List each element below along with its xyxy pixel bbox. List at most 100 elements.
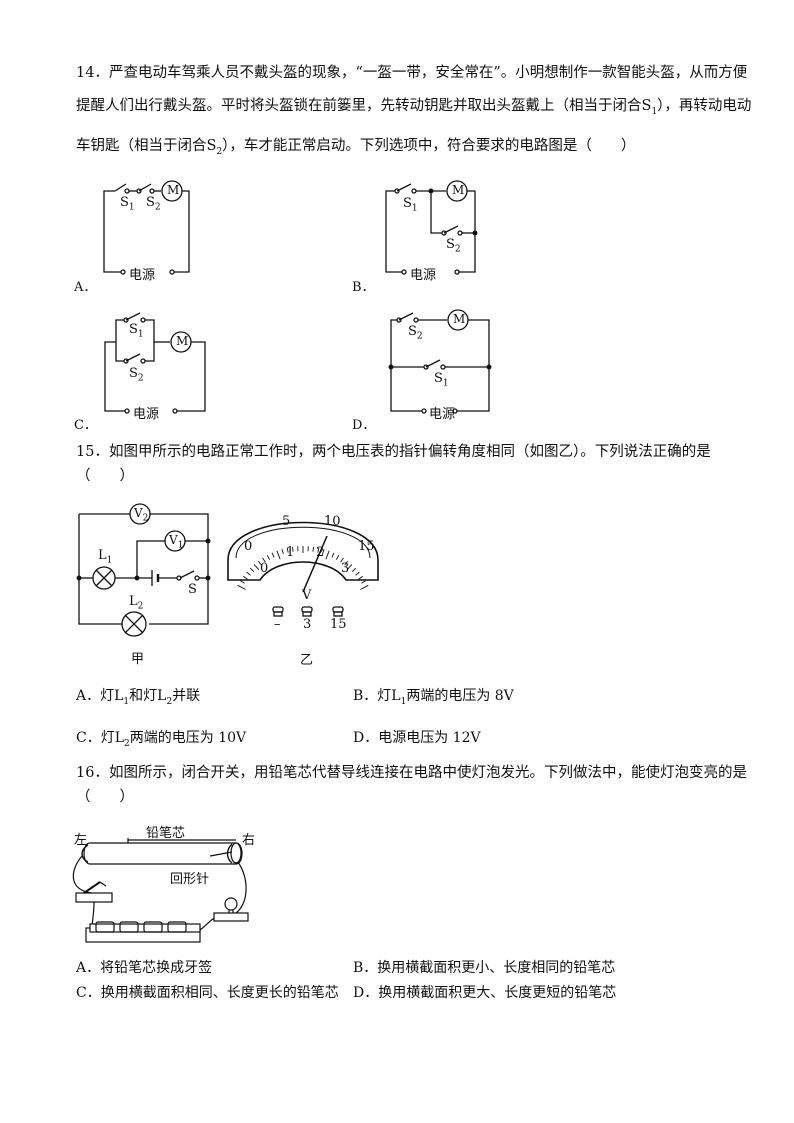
circuit-b-s2-label: S2 xyxy=(446,237,461,255)
dial-outer-0: 0 xyxy=(244,539,253,554)
dial-tick xyxy=(322,548,325,555)
l1-label: L1 xyxy=(98,548,113,566)
dial-tick xyxy=(360,584,369,590)
dial-tick xyxy=(351,567,357,572)
dial-tick xyxy=(253,564,260,570)
dial-tick xyxy=(276,550,281,560)
paper-clip-icon xyxy=(226,843,233,864)
circuit-c-s1-label: S1 xyxy=(129,322,144,340)
circuit-c-s2-label: S2 xyxy=(129,366,144,384)
circuit-c-source-label: 电源 xyxy=(133,407,160,422)
circuit-a-source-label: 电源 xyxy=(129,268,156,283)
q14-line2: 提醒人们出行戴头盔。平时将头盔锁在前篓里，先转动钥匙并取出头盔戴上（相当于闭合S… xyxy=(76,96,751,122)
dial-inner-3: 3 xyxy=(341,561,350,576)
pencil-lead xyxy=(83,842,243,865)
q15-option-b[interactable]: B．灯L1两端的电压为 8V xyxy=(353,688,514,707)
circuit-a xyxy=(103,180,190,275)
terminal-minus-label: – xyxy=(274,617,281,632)
dial-tick xyxy=(358,575,363,580)
q15-option-d[interactable]: D．电源电压为 12V xyxy=(353,730,481,746)
q14-line3: 车钥匙（相当于闭合S2），车才能正常启动。下列选项中，符合要求的电路图是（ ） xyxy=(76,136,635,162)
dial-outer-15: 15 xyxy=(358,539,375,554)
switch-s-icon xyxy=(179,570,195,579)
q14-option-d[interactable]: D． xyxy=(352,418,376,433)
circuit-a-s1-label: S1 xyxy=(120,195,135,213)
q16-option-b[interactable]: B．换用横截面积更小、长度相同的铅笔芯 xyxy=(353,960,616,976)
circuit-d-source-label: 电源 xyxy=(429,407,456,422)
terminal-3[interactable] xyxy=(301,606,313,617)
q14-line2-text: 提醒人们出行戴头盔。平时将头盔锁在前篓里，先转动钥匙并取出头盔戴上（相当于闭合S xyxy=(76,98,652,114)
q15-line1: 15．如图甲所示的电路正常工作时，两个电压表的指针偏转角度相同（如图乙）。下列说… xyxy=(76,444,711,460)
knife-switch-icon[interactable] xyxy=(75,881,113,903)
dial-tick xyxy=(361,580,366,584)
dial-tick xyxy=(243,575,248,580)
dial-needle xyxy=(302,535,328,593)
dial-tick xyxy=(246,571,251,576)
q14-line2-end: ），再转动电动 xyxy=(657,98,752,114)
q14-line3-sub: 2 xyxy=(216,146,223,157)
v1-label: V1 xyxy=(169,533,184,551)
dial-outer-10: 10 xyxy=(324,514,341,529)
q14-option-c[interactable]: C． xyxy=(74,418,97,433)
dial-inner-1: 1 xyxy=(286,545,295,560)
q14-line3-text: 车钥匙（相当于闭合S xyxy=(76,138,217,154)
dial-tick xyxy=(340,557,344,563)
dial-tick xyxy=(266,554,270,560)
circuit-d-motor-label: M xyxy=(453,312,466,326)
fig-yi-label: 乙 xyxy=(300,653,314,668)
q15-option-a[interactable]: A．灯L1和灯L2并联 xyxy=(76,688,201,707)
circuit-c-motor-label: M xyxy=(176,334,189,348)
dial-tick xyxy=(346,564,353,570)
dial-tick xyxy=(262,557,266,563)
q16-pencil-label: 铅笔芯 xyxy=(146,826,186,841)
terminal-15[interactable] xyxy=(332,606,344,617)
q16-right-label: 右 xyxy=(242,833,256,848)
dial-tick xyxy=(325,550,330,560)
battery-pack-icon xyxy=(85,921,201,943)
circuit-b-source-label: 电源 xyxy=(410,268,437,283)
q16-option-c[interactable]: C．换用横截面积相同、长度更长的铅笔芯 xyxy=(76,985,339,1001)
terminal-minus[interactable] xyxy=(272,606,284,617)
circuit-b-motor-label: M xyxy=(452,183,465,197)
q16-option-d[interactable]: D．换用横截面积更大、长度更短的铅笔芯 xyxy=(353,985,617,1001)
dial-tick xyxy=(257,560,262,566)
fig-jia-label: 甲 xyxy=(131,652,145,667)
terminal-3-label: 3 xyxy=(303,617,312,632)
switch-s-label: S xyxy=(188,582,197,597)
q14-option-b[interactable]: B． xyxy=(352,280,375,295)
dial-tick xyxy=(249,567,255,572)
q15-line2: （ ） xyxy=(76,468,134,484)
circuit-d xyxy=(388,309,492,414)
bulb-icon xyxy=(213,897,249,922)
circuit-d-s2-label: S2 xyxy=(408,324,423,342)
circuit-c xyxy=(104,312,206,414)
dial-unit: V xyxy=(302,588,312,603)
q14-option-a[interactable]: A． xyxy=(74,280,97,295)
dial-tick xyxy=(312,546,315,552)
circuit-b xyxy=(385,180,478,275)
dial-tick xyxy=(344,560,349,566)
circuit-a-s2-label: S2 xyxy=(146,195,161,213)
q14-line1: 14．严查电动车驾乘人员不戴头盔的现象，“一盔一带，安全常在”。小明想制作一款智… xyxy=(76,65,748,81)
dial-tick xyxy=(237,584,246,590)
circuit-a-motor-label: M xyxy=(167,183,180,197)
l2-label: L2 xyxy=(129,594,144,612)
q16-clip-label: 回形针 xyxy=(170,872,210,887)
q14-line3-end: ），车才能正常启动。下列选项中，符合要求的电路图是（ ） xyxy=(222,138,636,154)
terminal-15-label: 15 xyxy=(330,617,347,632)
q15-voltmeter-dial xyxy=(227,521,379,617)
q15-circuit-jia xyxy=(76,503,211,637)
dial-tick xyxy=(317,547,320,553)
q15-option-c[interactable]: C．灯L2两端的电压为 10V xyxy=(76,730,247,749)
dial-outer-5: 5 xyxy=(282,514,291,529)
q16-line1: 16．如图所示，闭合开关，用铅笔芯代替导线连接在电路中使灯泡发光。下列做法中，能… xyxy=(76,765,747,781)
dial-tick xyxy=(281,548,284,555)
q16-option-a[interactable]: A．将铅笔芯换成牙签 xyxy=(76,960,213,976)
dial-tick xyxy=(271,552,275,558)
dial-face xyxy=(227,521,379,581)
dial-ticks xyxy=(237,546,369,590)
q14-line2-sub: 1 xyxy=(651,106,658,117)
